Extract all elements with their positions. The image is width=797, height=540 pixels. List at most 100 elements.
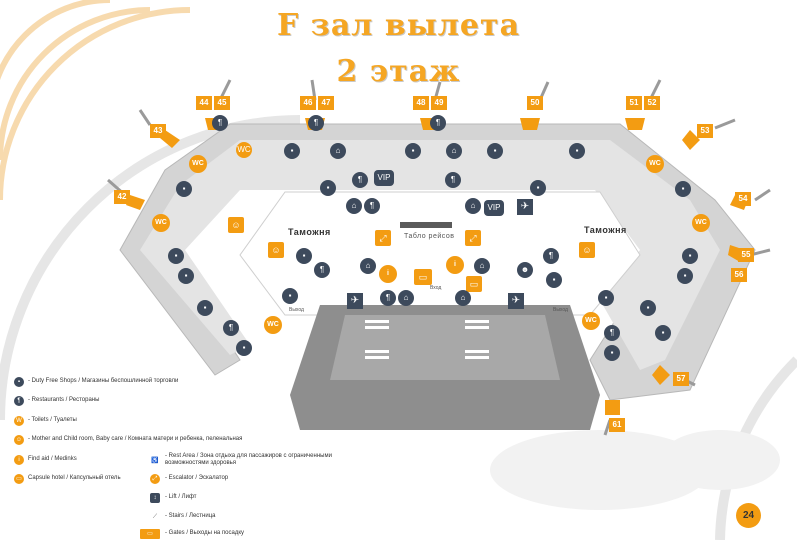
- legend-item: - Rest Area / Зона отдыха для пассажиров…: [165, 453, 332, 466]
- duty-free-icon: ▪: [178, 268, 194, 284]
- customs-left-sign: Таможня: [288, 227, 331, 237]
- entry-label: Вход: [430, 285, 442, 291]
- wc-icon: WC: [152, 214, 170, 232]
- restaurant-icon: ¶: [223, 320, 239, 336]
- capsule-icon: ▭: [14, 474, 24, 484]
- restaurant-icon: ¶: [364, 198, 380, 214]
- gate-42[interactable]: 42: [114, 190, 130, 204]
- restaurant-icon: ¶: [352, 172, 368, 188]
- gate-53[interactable]: 53: [697, 124, 713, 138]
- shopping-basket-icon: ⌂: [474, 258, 490, 274]
- gate-57[interactable]: 57: [673, 372, 689, 386]
- shopping-basket-icon: ⌂: [398, 290, 414, 306]
- duty-free-icon: ▪: [598, 290, 614, 306]
- flight-board-label: Табло рейсов: [404, 233, 455, 240]
- duty-free-icon: ▪: [176, 181, 192, 197]
- duty-free-icon: ▪: [168, 248, 184, 264]
- duty-free-icon: ▪: [677, 268, 693, 284]
- capsule-icon: ▭: [414, 269, 432, 285]
- vip-badge-icon: VIP: [374, 170, 394, 186]
- duty-free-icon: ▪: [405, 143, 421, 159]
- duty-free-icon: ▪: [197, 300, 213, 316]
- restaurant-icon: ¶: [445, 172, 461, 188]
- gate-54[interactable]: 54: [735, 192, 751, 206]
- page-subtitle: 2 этаж: [336, 54, 461, 89]
- legend-item: - Stairs / Лестница: [165, 513, 216, 519]
- gate-44[interactable]: 44: [196, 96, 212, 110]
- gate-47[interactable]: 47: [318, 96, 334, 110]
- page-title: F зал вылета: [276, 8, 521, 43]
- legend-item: Find aid / Medinks: [28, 456, 77, 462]
- plane-icon: ✈: [508, 293, 524, 309]
- info-icon: i: [379, 265, 397, 283]
- legend-item: - Toilets / Туалеты: [28, 417, 77, 423]
- duty-free-icon: ▪: [14, 377, 24, 387]
- customs-right-sign: Таможня: [584, 225, 627, 235]
- restaurant-icon: ¶: [604, 325, 620, 341]
- legend-item: - Duty Free Shops / Магазины беспошлинно…: [28, 378, 179, 384]
- restaurant-icon: ¶: [430, 115, 446, 131]
- shopping-basket-icon: ⌂: [455, 290, 471, 306]
- duty-free-icon: ▪: [604, 345, 620, 361]
- shopping-basket-icon: ⌂: [346, 198, 362, 214]
- info-icon: i: [14, 455, 24, 465]
- duty-free-icon: ▪: [282, 288, 298, 304]
- gate-55[interactable]: 55: [738, 248, 754, 262]
- mother-child-icon: ☺: [14, 435, 24, 445]
- gates-icon: ▭: [140, 529, 160, 539]
- world-map-bg: [490, 430, 780, 510]
- duty-free-icon: ▪: [546, 272, 562, 288]
- restaurant-icon: ¶: [212, 115, 228, 131]
- restaurant-icon: ¶: [380, 290, 396, 306]
- exit-label: Выход: [289, 307, 304, 313]
- gate-48[interactable]: 48: [413, 96, 429, 110]
- gate-61[interactable]: 61: [609, 418, 625, 432]
- legend-item: - Escalator / Эскалатор: [165, 475, 229, 481]
- decorative-arcs: [0, 0, 191, 201]
- lift-icon: ↕: [150, 493, 160, 503]
- restaurant-icon: ¶: [543, 248, 559, 264]
- plane-icon: ✈: [347, 293, 363, 309]
- gate-49[interactable]: 49: [431, 96, 447, 110]
- page-number-badge: 24: [736, 503, 761, 528]
- wc-icon: W: [14, 416, 24, 426]
- duty-free-icon: ▪: [487, 143, 503, 159]
- gate-52[interactable]: 52: [644, 96, 660, 110]
- wc-icon: WC: [582, 312, 600, 330]
- gate-46[interactable]: 46: [300, 96, 316, 110]
- duty-free-icon: ▪: [640, 300, 656, 316]
- child-icon: ☻: [517, 262, 533, 278]
- duty-free-icon: ▪: [675, 181, 691, 197]
- gate-45[interactable]: 45: [214, 96, 230, 110]
- mother-child-icon: ☺: [579, 242, 595, 258]
- shopping-basket-icon: ⌂: [330, 143, 346, 159]
- wc-icon: WC: [189, 155, 207, 173]
- gate-56[interactable]: 56: [731, 268, 747, 282]
- shopping-basket-icon: ⌂: [465, 198, 481, 214]
- wc-icon: WC: [646, 155, 664, 173]
- mother-child-icon: ☺: [268, 242, 284, 258]
- terminal-outline: [119, 123, 756, 430]
- shopping-basket-icon: ⌂: [446, 143, 462, 159]
- gate-50[interactable]: 50: [527, 96, 543, 110]
- rest-area-icon: ♿: [150, 456, 160, 466]
- restaurant-icon: ¶: [14, 396, 24, 406]
- gate-43[interactable]: 43: [150, 124, 166, 138]
- restaurant-icon: ¶: [308, 115, 324, 131]
- wc-icon: WC: [236, 142, 252, 158]
- duty-free-icon: ▪: [682, 248, 698, 264]
- legend-item: Capsule hotel / Капсульный отель: [28, 475, 121, 481]
- stairs-icon: ⟋: [150, 512, 160, 522]
- duty-free-icon: ▪: [569, 143, 585, 159]
- legend-item: - Lift / Лифт: [165, 494, 197, 500]
- escalator-icon: ⤢: [150, 474, 160, 484]
- duty-free-icon: ▪: [530, 180, 546, 196]
- escalator-icon: ⤢: [465, 230, 481, 246]
- legend-item: - Mother and Child room, Baby care / Ком…: [28, 436, 243, 442]
- duty-free-icon: ▪: [320, 180, 336, 196]
- legend-item: - Restaurants / Рестораны: [28, 397, 100, 403]
- gate-51[interactable]: 51: [626, 96, 642, 110]
- wc-icon: WC: [264, 316, 282, 334]
- shopping-basket-icon: ⌂: [360, 258, 376, 274]
